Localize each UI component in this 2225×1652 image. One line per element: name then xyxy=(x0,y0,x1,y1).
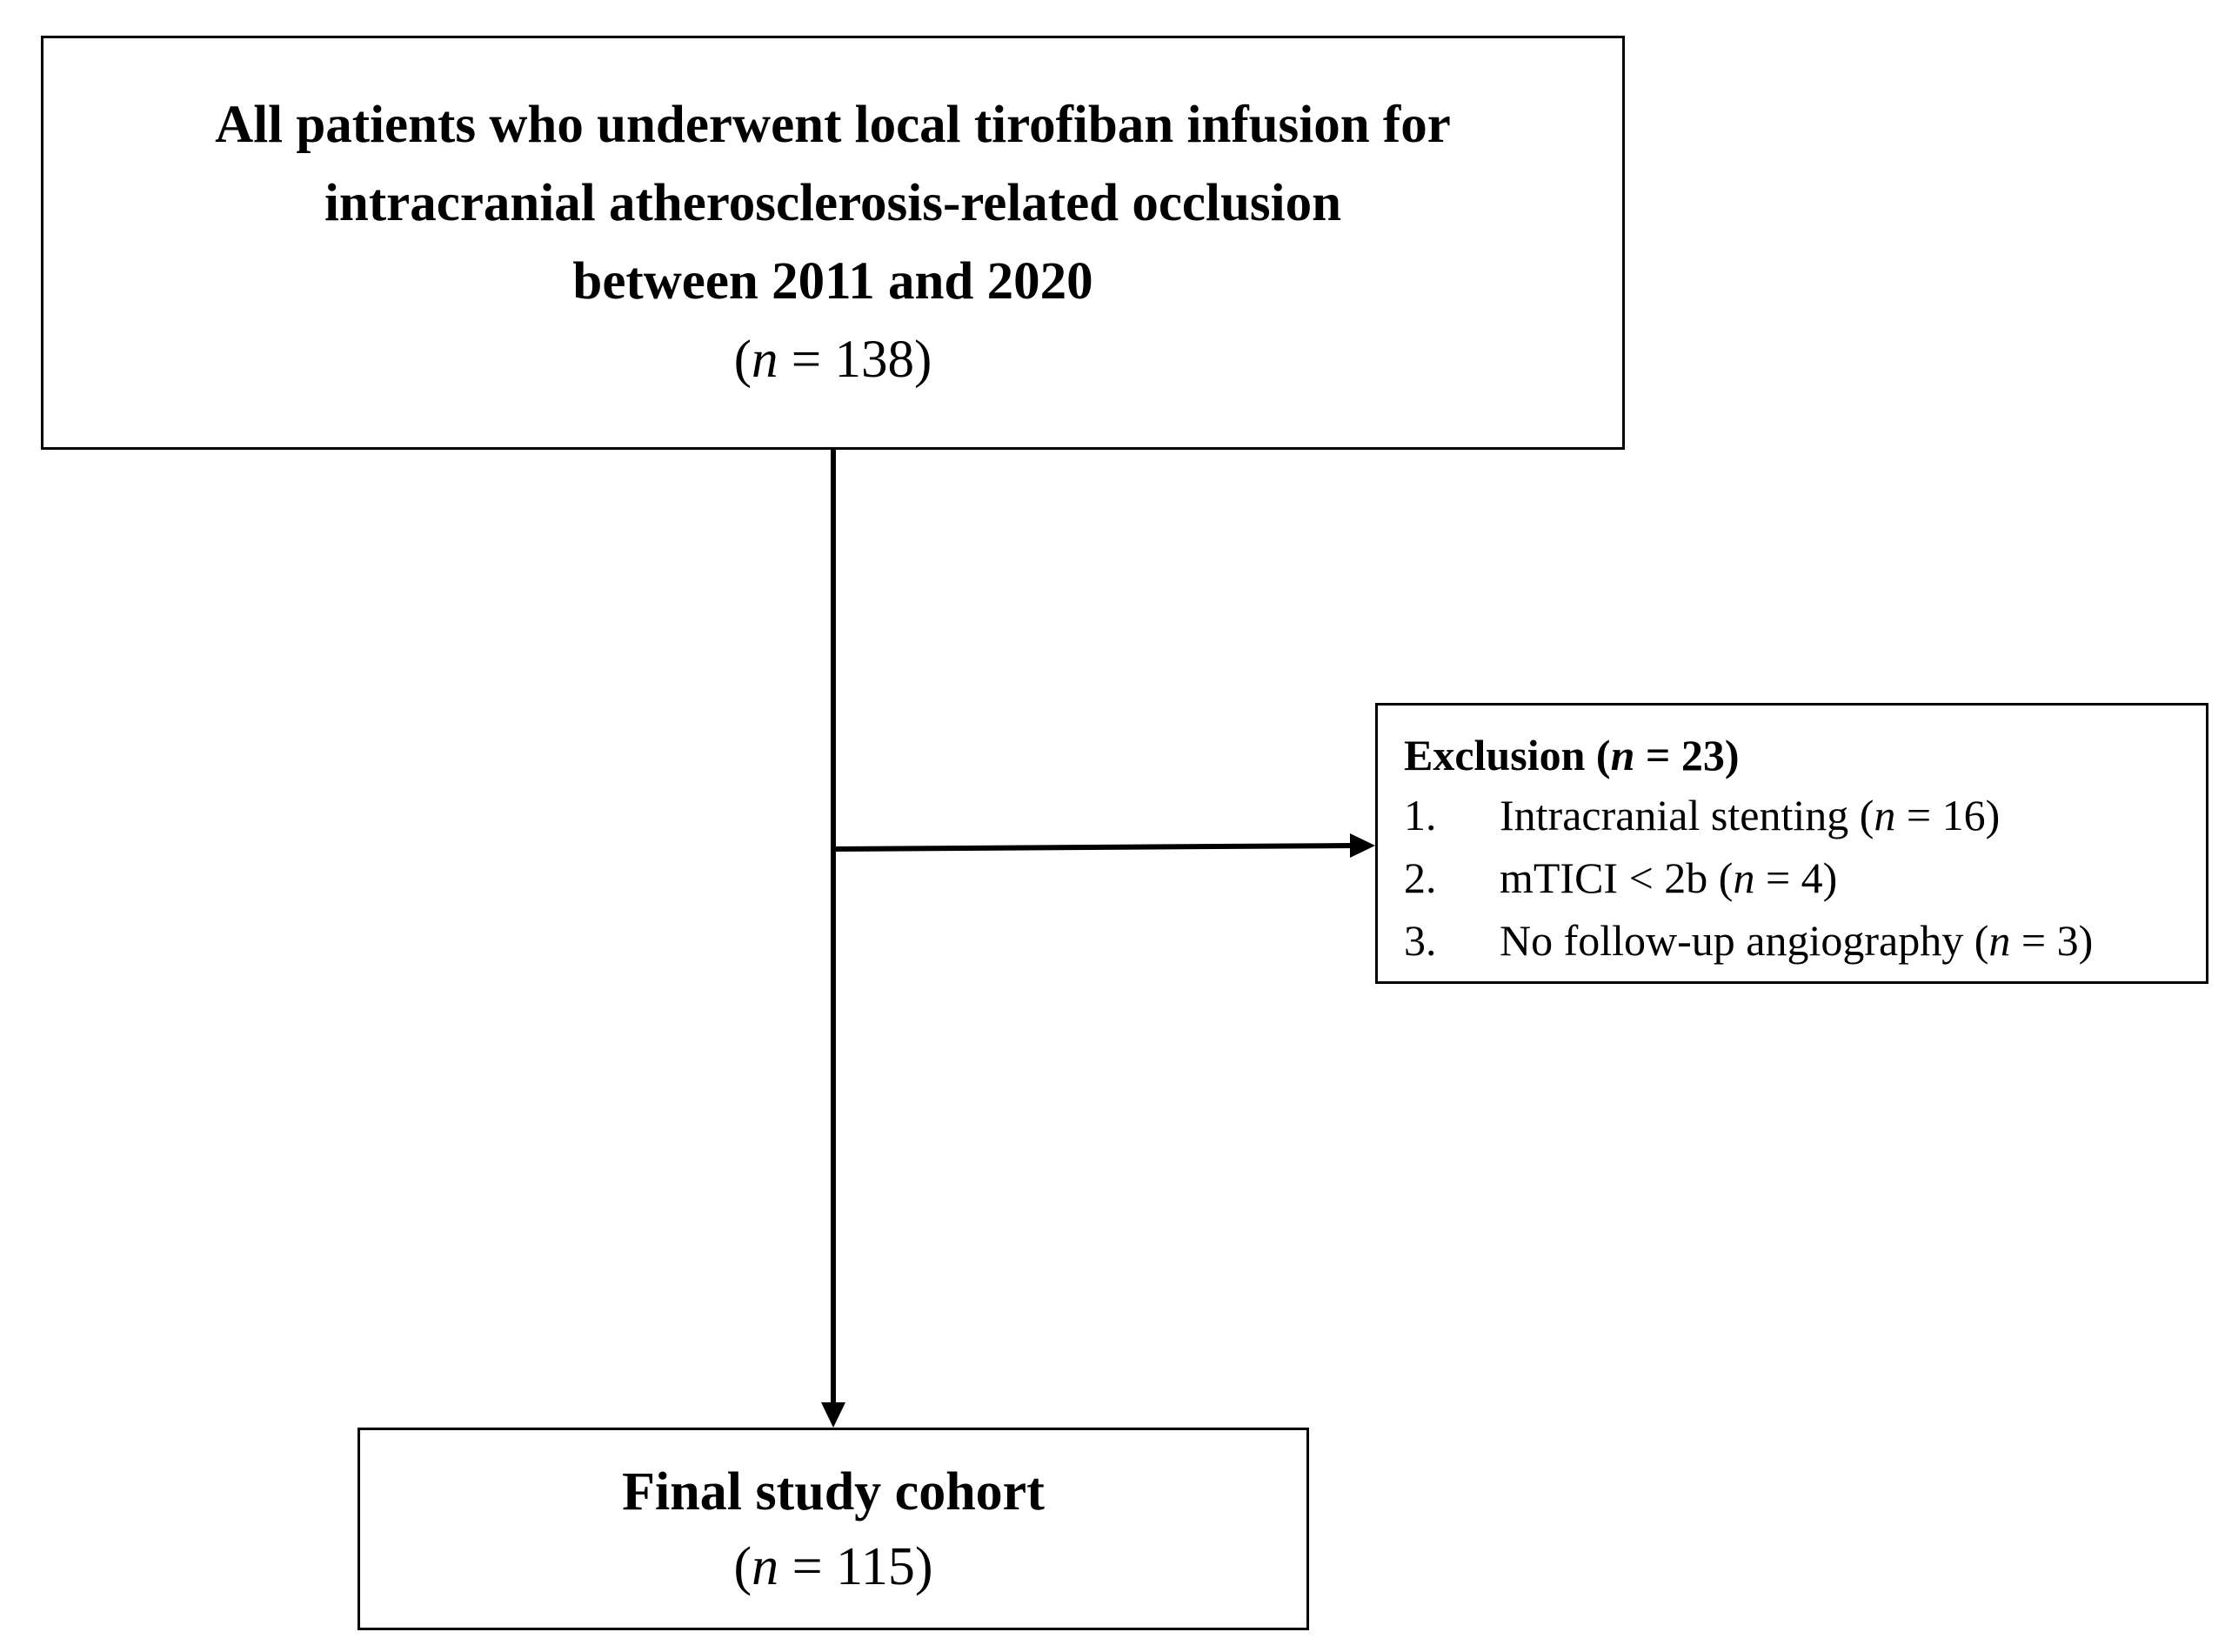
exclusion-item-stenting: 1. Intracranial stenting (n = 16) xyxy=(1404,784,2206,846)
exclusion-heading: Exclusion (n = 23) xyxy=(1404,731,1740,779)
final-cohort-title: Final study cohort xyxy=(622,1461,1045,1522)
exclusion-box: Exclusion (n = 23) 1. Intracranial stent… xyxy=(1375,703,2208,984)
final-cohort-box: Final study cohort (n = 115) xyxy=(357,1428,1309,1630)
exclusion-branch-connector xyxy=(832,843,1353,852)
arrow-to-final-cohort xyxy=(821,1402,845,1428)
exclusion-item-label: mTICI < 2b (n = 4) xyxy=(1500,853,1838,902)
arrow-to-exclusion xyxy=(1350,833,1375,858)
exclusion-item-number: 3. xyxy=(1404,916,1437,965)
all-patients-box: All patients who underwent local tirofib… xyxy=(41,36,1625,450)
exclusion-item-label: Intracranial stenting (n = 16) xyxy=(1500,791,2001,839)
all-patients-title-line-1: All patients who underwent local tirofib… xyxy=(215,96,1451,154)
exclusion-item-number: 1. xyxy=(1404,791,1437,839)
all-patients-count: (n = 138) xyxy=(733,331,932,389)
exclusion-item-label: No follow-up angiography (n = 3) xyxy=(1500,916,2094,965)
all-patients-title-line-2: intracranial atherosclerosis-related occ… xyxy=(324,174,1341,232)
exclusion-item-mtici: 2. mTICI < 2b (n = 4) xyxy=(1404,846,2206,909)
final-cohort-count: (n = 115) xyxy=(733,1536,933,1596)
exclusion-item-no-followup: 3. No follow-up angiography (n = 3) xyxy=(1404,909,2206,972)
all-patients-title-line-3: between 2011 and 2020 xyxy=(572,252,1093,311)
exclusion-item-number: 2. xyxy=(1404,853,1437,902)
